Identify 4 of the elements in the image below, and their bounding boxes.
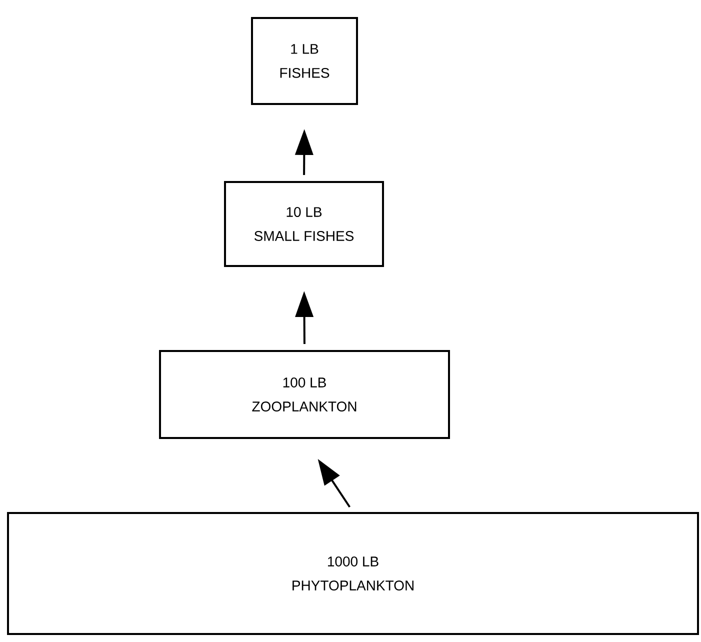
level-box: 10 LB SMALL FISHES <box>224 181 384 267</box>
level-box: 1 LB FISHES <box>251 17 358 105</box>
level-box: 1000 LB PHYTOPLANKTON <box>7 512 699 635</box>
level-box: 100 LB ZOOPLANKTON <box>159 350 450 439</box>
